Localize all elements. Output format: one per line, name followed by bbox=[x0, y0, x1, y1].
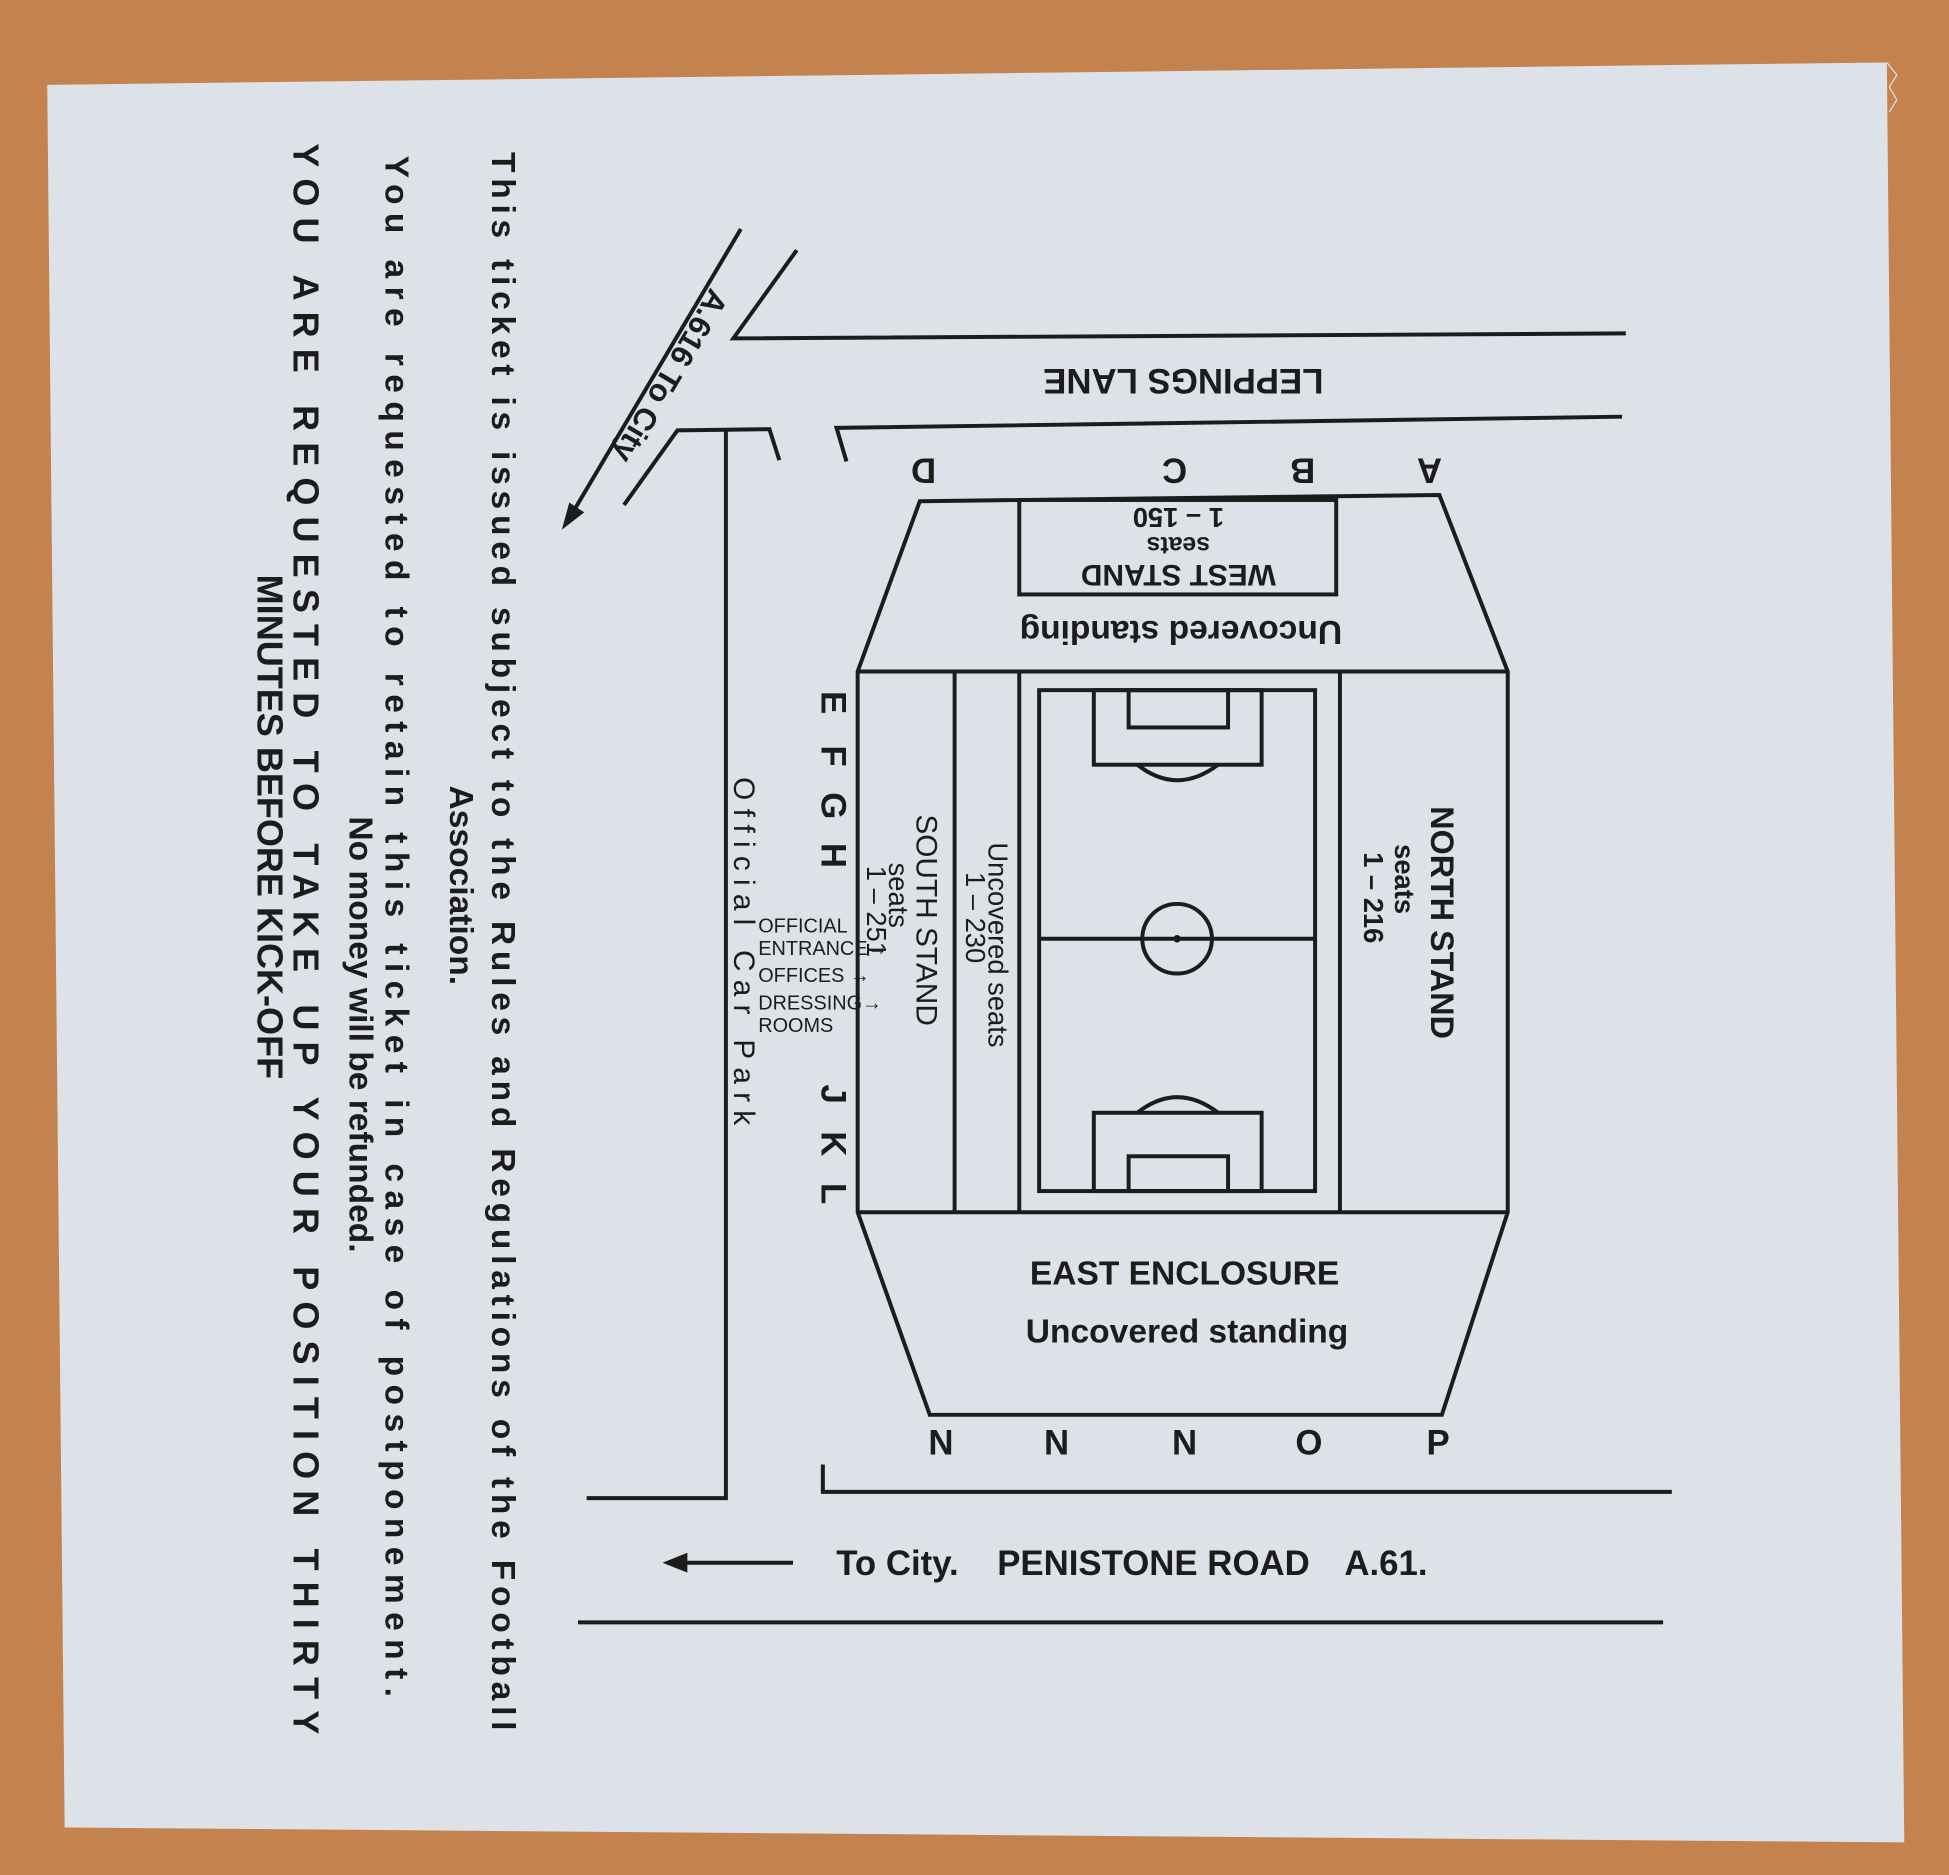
facility-label: DRESSING→ bbox=[758, 993, 882, 1015]
centre-spot bbox=[1173, 935, 1181, 943]
east-gates: N N N O P bbox=[928, 1424, 1449, 1463]
facilities-legend: OFFICIAL ENTRANCE→ OFFICES → DRESSING→ R… bbox=[758, 916, 887, 1037]
gate-label: J bbox=[813, 1084, 852, 1103]
stadium-outline bbox=[855, 492, 1510, 1417]
north-stand-seats-label: seats bbox=[1389, 844, 1420, 914]
a616-road-edge-lower bbox=[622, 427, 782, 507]
notice-line-1: This ticket is issued subject to the Rul… bbox=[484, 152, 521, 1731]
arrow-left-icon bbox=[561, 502, 585, 530]
north-stand-name: NORTH STAND bbox=[1424, 806, 1460, 1039]
facility-label: OFFICIAL bbox=[758, 916, 847, 938]
facility-label: ROOMS bbox=[758, 1015, 833, 1037]
ticket-card bbox=[47, 62, 1905, 1843]
arrow-left-icon bbox=[662, 1552, 688, 1573]
perforated-edge bbox=[1886, 62, 1898, 113]
north-stand-range: 1 – 216 bbox=[1358, 852, 1389, 943]
goal-area-bottom bbox=[1126, 1154, 1231, 1194]
south-stand-name: SOUTH STAND bbox=[910, 814, 943, 1026]
car-park-boundary bbox=[586, 430, 728, 1501]
gate-label: P bbox=[1427, 1424, 1450, 1463]
leppings-lane-south-edge bbox=[833, 414, 1623, 463]
gate-label: N bbox=[1044, 1424, 1069, 1463]
ground-map bbox=[561, 227, 1672, 1625]
goal-area-top bbox=[1126, 688, 1231, 730]
gate-label: B bbox=[1290, 451, 1315, 490]
gate-label: O bbox=[1295, 1424, 1322, 1463]
gate-label: L bbox=[813, 1183, 852, 1204]
notice-line-2: Association. bbox=[442, 786, 479, 985]
a616-road-edge bbox=[572, 227, 743, 511]
penistone-road-north-edge bbox=[820, 1464, 1672, 1494]
gate-label: G bbox=[813, 792, 852, 819]
west-gates: A B C D bbox=[911, 451, 1442, 490]
gate-label: N bbox=[1172, 1424, 1197, 1463]
stand-dividers bbox=[857, 669, 1508, 1215]
gate-label: H bbox=[813, 843, 852, 868]
uncovered-seats-name: Uncovered seats bbox=[983, 842, 1014, 1047]
leppings-lane-north-edge bbox=[729, 248, 1626, 341]
gate-label: E bbox=[813, 691, 852, 714]
facility-label: OFFICES → bbox=[758, 965, 870, 987]
south-stand-seats-label: seats bbox=[883, 863, 914, 928]
west-stand-seats-label: seats bbox=[1147, 531, 1211, 558]
gate-label: A bbox=[1417, 451, 1442, 490]
gate-label: C bbox=[1162, 451, 1187, 490]
notice-line-3: You are requested to retain this ticket … bbox=[377, 156, 414, 1697]
gate-label: K bbox=[813, 1131, 852, 1156]
notice-line-4: No money will be refunded. bbox=[341, 816, 378, 1252]
south-gates: E F G H J K L bbox=[813, 691, 852, 1204]
penalty-arc-bottom bbox=[1136, 1095, 1220, 1115]
east-enclosure-name: EAST ENCLOSURE bbox=[1030, 1255, 1339, 1292]
gate-label: D bbox=[911, 451, 936, 490]
facility-label: ENTRANCE→ bbox=[758, 938, 887, 960]
car-park-label: Official Car Park bbox=[727, 777, 760, 1125]
penalty-arc-top bbox=[1136, 763, 1220, 783]
to-city-label: To City. bbox=[836, 1544, 958, 1583]
east-standing-label: Uncovered standing bbox=[1026, 1314, 1348, 1351]
gate-label: N bbox=[928, 1424, 953, 1463]
leppings-lane-label: LEPPINGS LANE bbox=[1043, 361, 1323, 400]
west-standing-label: Uncovered standing bbox=[1020, 613, 1342, 650]
gate-label: F bbox=[813, 745, 852, 766]
west-stand-box bbox=[1017, 497, 1339, 597]
notice-line-6: MINUTES BEFORE KICK-OFF bbox=[249, 575, 290, 1079]
west-stand-range: 1 – 150 bbox=[1133, 502, 1224, 533]
west-stand-name: WEST STAND bbox=[1081, 558, 1276, 591]
centre-circle bbox=[1140, 901, 1214, 976]
uncovered-seats-range: 1 – 230 bbox=[960, 872, 991, 963]
south-stand-range: 1 – 251 bbox=[861, 866, 892, 957]
a61-label: A.61. bbox=[1344, 1544, 1427, 1583]
penistone-road-label: PENISTONE ROAD bbox=[997, 1544, 1310, 1583]
